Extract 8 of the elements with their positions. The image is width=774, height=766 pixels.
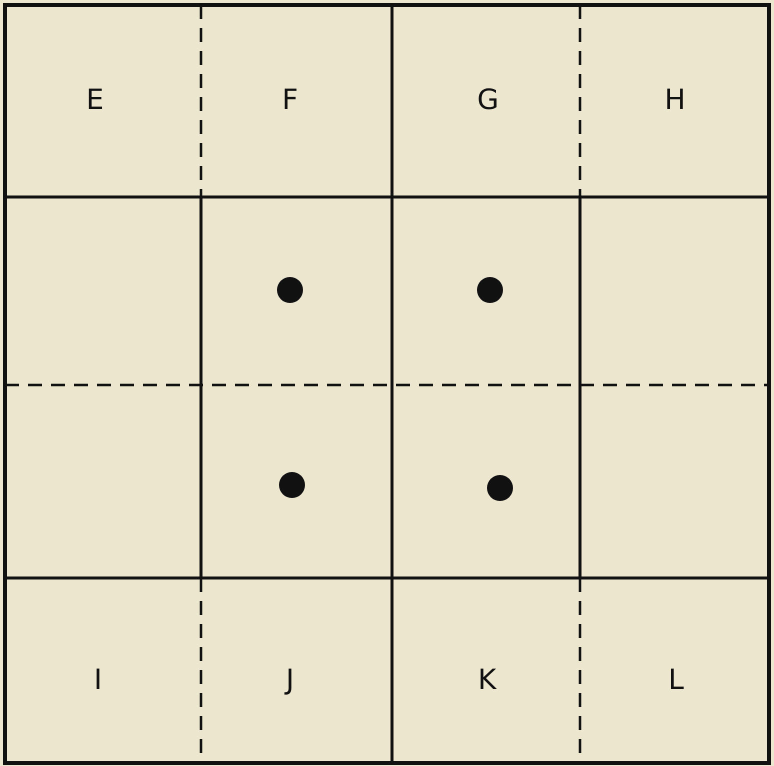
- cell-letter: K: [478, 666, 496, 694]
- cell-letter: J: [286, 666, 294, 694]
- cell-letter: E: [86, 86, 104, 114]
- cell-letter: G: [477, 86, 499, 114]
- cell-letter: H: [664, 86, 686, 114]
- cell-letter: I: [94, 666, 102, 694]
- cell-letter: L: [668, 666, 684, 694]
- cell-letter: F: [282, 86, 298, 114]
